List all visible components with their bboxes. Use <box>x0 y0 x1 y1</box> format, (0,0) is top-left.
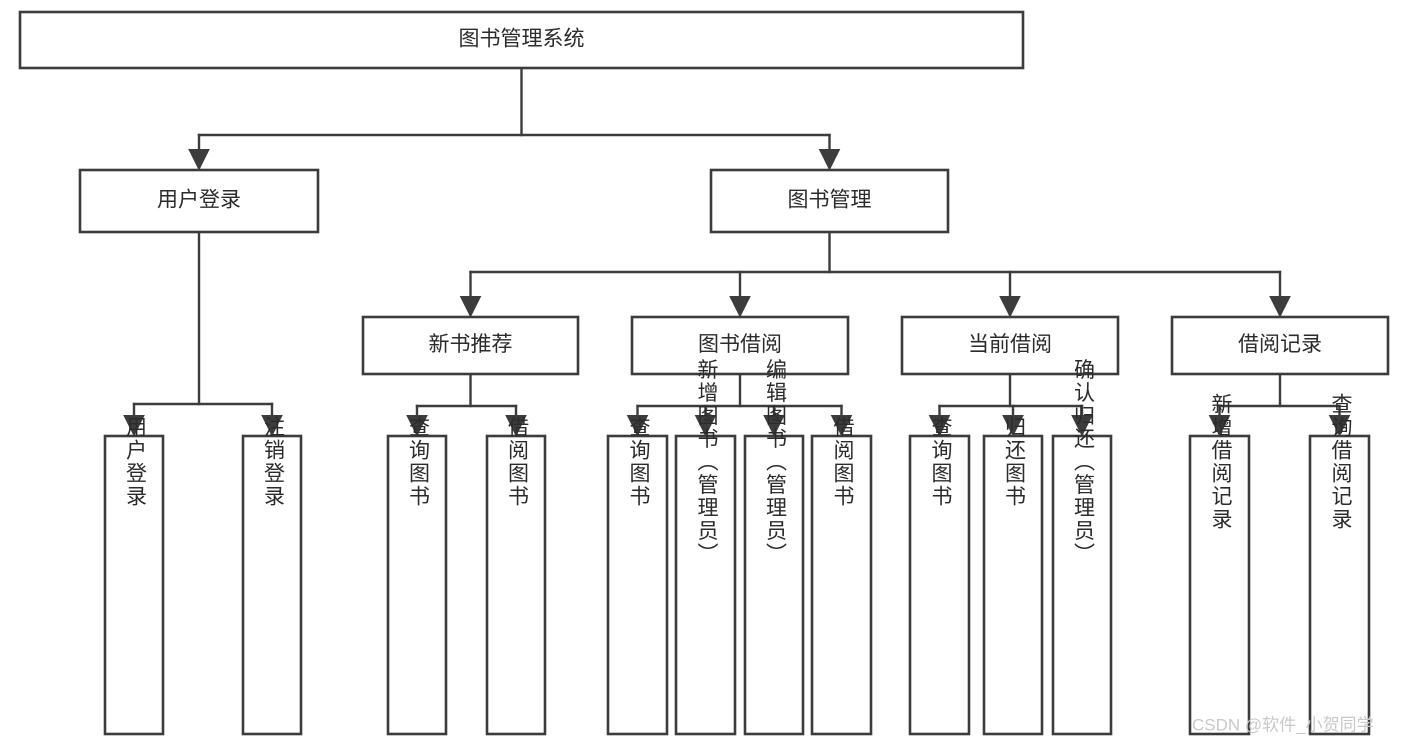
node-level2-用户登录[interactable]: 用户登录 <box>78 168 320 234</box>
node-root-图书管理系统[interactable]: 图书管理系统 <box>18 10 1025 70</box>
node-leaves-新增图书管理员[interactable]: 新增图书（管理员） <box>674 359 737 736</box>
node-box[interactable] <box>908 434 971 736</box>
node-label: 查询图书 <box>406 416 430 508</box>
node-level2-图书管理[interactable]: 图书管理 <box>709 168 950 234</box>
node-label: 当前借阅 <box>968 333 1052 356</box>
node-box[interactable] <box>241 434 303 736</box>
node-label: 确认归还（管理员） <box>1071 359 1095 566</box>
node-leaves-确认归还管理员[interactable]: 确认归还（管理员） <box>1051 359 1113 736</box>
node-box[interactable] <box>606 434 669 736</box>
node-leaves-查询图书[interactable]: 查询图书 <box>908 416 971 736</box>
node-leaves-编辑图书管理员[interactable]: 编辑图书（管理员） <box>743 359 805 736</box>
node-label: 用户登录 <box>157 189 241 212</box>
node-box[interactable] <box>1170 315 1390 376</box>
node-level3-新书推荐[interactable]: 新书推荐 <box>361 315 580 376</box>
node-label: 查询图书 <box>929 416 953 508</box>
connector-root-to-level2 <box>188 66 841 171</box>
node-label: 新书推荐 <box>429 333 513 356</box>
node-label: 图书借阅 <box>698 333 782 356</box>
connector-layer <box>123 66 1351 437</box>
node-box[interactable] <box>709 168 950 234</box>
node-box[interactable] <box>900 315 1120 376</box>
node-box[interactable] <box>1188 434 1251 736</box>
node-label: 注销登录 <box>261 416 285 508</box>
node-leaves-借阅图书[interactable]: 借阅图书 <box>810 416 873 736</box>
node-label: 用户登录 <box>123 416 147 508</box>
node-layer: 图书管理系统用户登录图书管理新书推荐图书借阅当前借阅借阅记录用户登录注销登录查询… <box>18 10 1390 736</box>
node-box[interactable] <box>103 434 165 736</box>
node-leaves-用户登录[interactable]: 用户登录 <box>103 416 165 736</box>
node-label: 查询图书 <box>627 416 651 508</box>
node-box[interactable] <box>361 315 580 376</box>
node-level3-当前借阅[interactable]: 当前借阅 <box>900 315 1120 376</box>
connector-当前借阅-to-leaves <box>928 372 1093 437</box>
node-label: 图书管理 <box>788 189 872 212</box>
connector-userlogin-to-leaves <box>123 230 283 437</box>
node-label: 归还图书 <box>1002 416 1026 508</box>
node-leaves-归还图书[interactable]: 归还图书 <box>982 416 1044 736</box>
node-leaves-新增借阅记录[interactable]: 新增借阅记录 <box>1188 393 1251 736</box>
connector-新书推荐-to-leaves <box>406 372 527 437</box>
node-label: 编辑图书（管理员） <box>763 359 787 566</box>
node-level3-图书借阅[interactable]: 图书借阅 <box>630 315 850 376</box>
node-label: 借阅图书 <box>831 416 855 508</box>
node-box[interactable] <box>1308 434 1371 736</box>
node-label: 图书管理系统 <box>459 28 585 51</box>
connector-图书借阅-to-leaves <box>626 372 853 437</box>
node-box[interactable] <box>18 10 1025 70</box>
node-leaves-查询借阅记录[interactable]: 查询借阅记录 <box>1308 393 1371 736</box>
node-leaves-注销登录[interactable]: 注销登录 <box>241 416 303 736</box>
csdn-watermark: CSDN @软件_小贺同学 <box>1192 715 1374 734</box>
node-label: 新增图书（管理员） <box>695 359 719 566</box>
node-box[interactable] <box>743 434 805 736</box>
node-leaves-借阅图书[interactable]: 借阅图书 <box>485 416 547 736</box>
node-level3-借阅记录[interactable]: 借阅记录 <box>1170 315 1390 376</box>
node-box[interactable] <box>630 315 850 376</box>
node-box[interactable] <box>78 168 320 234</box>
node-leaves-查询图书[interactable]: 查询图书 <box>606 416 669 736</box>
node-box[interactable] <box>982 434 1044 736</box>
node-box[interactable] <box>485 434 547 736</box>
node-box[interactable] <box>386 434 448 736</box>
node-label: 借阅图书 <box>505 416 529 508</box>
node-label: 借阅记录 <box>1238 333 1322 356</box>
node-box[interactable] <box>674 434 737 736</box>
connector-bookmgmt-to-level3 <box>459 230 1291 318</box>
node-box[interactable] <box>1051 434 1113 736</box>
node-label: 新增借阅记录 <box>1209 393 1233 531</box>
connector-借阅记录-to-leaves <box>1208 372 1351 437</box>
node-box[interactable] <box>810 434 873 736</box>
node-leaves-查询图书[interactable]: 查询图书 <box>386 416 448 736</box>
node-label: 查询借阅记录 <box>1329 393 1353 531</box>
